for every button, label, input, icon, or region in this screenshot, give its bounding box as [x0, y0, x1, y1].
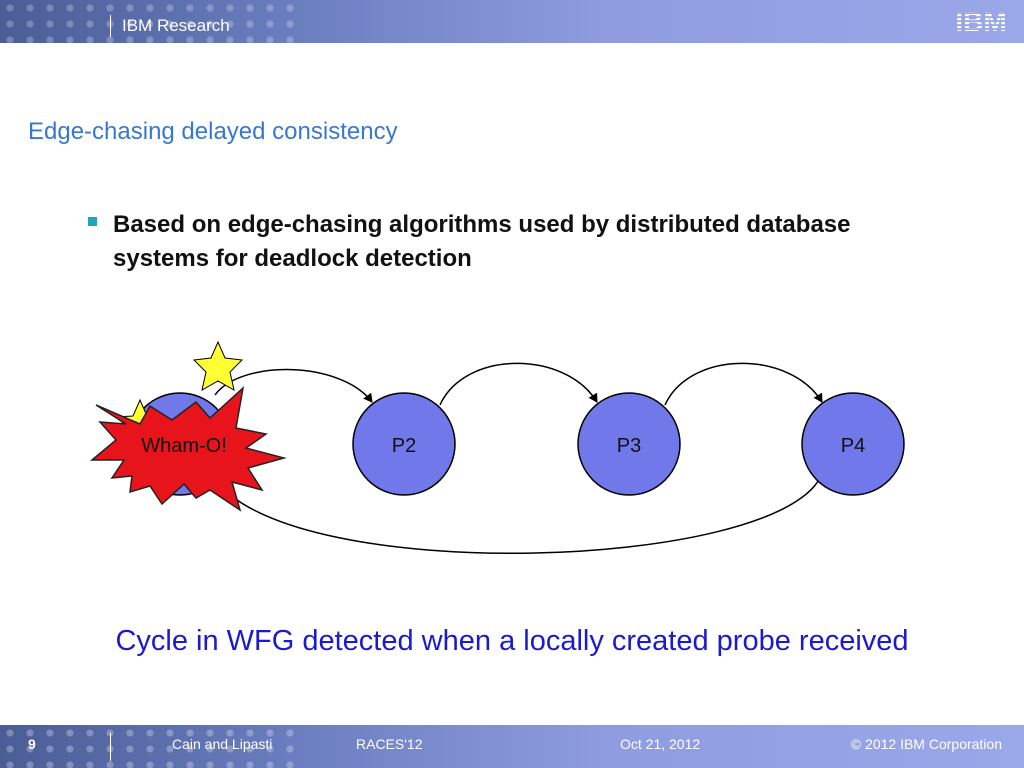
node-p4 — [801, 392, 905, 496]
bullet-text: Based on edge-chasing algorithms used by… — [113, 211, 851, 272]
wham-o-burst-shape — [89, 385, 287, 512]
node-p2-label: P2 — [392, 435, 416, 457]
header-pattern — [0, 0, 300, 43]
ibm-logo-text: IBM — [955, 6, 1006, 36]
page-number: 9 — [28, 736, 36, 752]
footer-venue: RACES'12 — [356, 736, 423, 752]
header-divider — [110, 15, 111, 37]
node-p3 — [577, 392, 681, 496]
slide-title: Edge-chasing delayed consistency — [28, 118, 398, 145]
wham-o-burst-label: Wham-O! — [141, 435, 227, 457]
footer-pattern — [0, 725, 300, 768]
ibm-logo: IBM — [955, 6, 1006, 36]
edge-p4-p1 — [216, 477, 821, 555]
header-bar: IBM Research IBM — [0, 0, 1024, 43]
footer-date: Oct 21, 2012 — [620, 736, 701, 752]
wait-for-graph-diagram: Wham-O! P2 P3 P4 — [89, 340, 905, 555]
node-p4-label: P4 — [841, 435, 865, 457]
header-org-title: IBM Research — [122, 16, 230, 35]
star-large-icon — [192, 340, 244, 391]
edge-p2-p3 — [439, 362, 598, 406]
footer-copyright: © 2012 IBM Corporation — [850, 736, 1002, 752]
footer-divider — [110, 733, 111, 761]
node-p3-label: P3 — [617, 435, 641, 457]
edge-p3-p4 — [664, 362, 823, 406]
footer-authors: Cain and Lipasti — [172, 736, 273, 752]
node-p2 — [352, 392, 456, 496]
bullet-square-icon — [88, 217, 97, 226]
caption-text: Cycle in WFG detected when a locally cre… — [115, 625, 909, 657]
footer-bar: 9 Cain and Lipasti RACES'12 Oct 21, 2012… — [0, 725, 1024, 768]
